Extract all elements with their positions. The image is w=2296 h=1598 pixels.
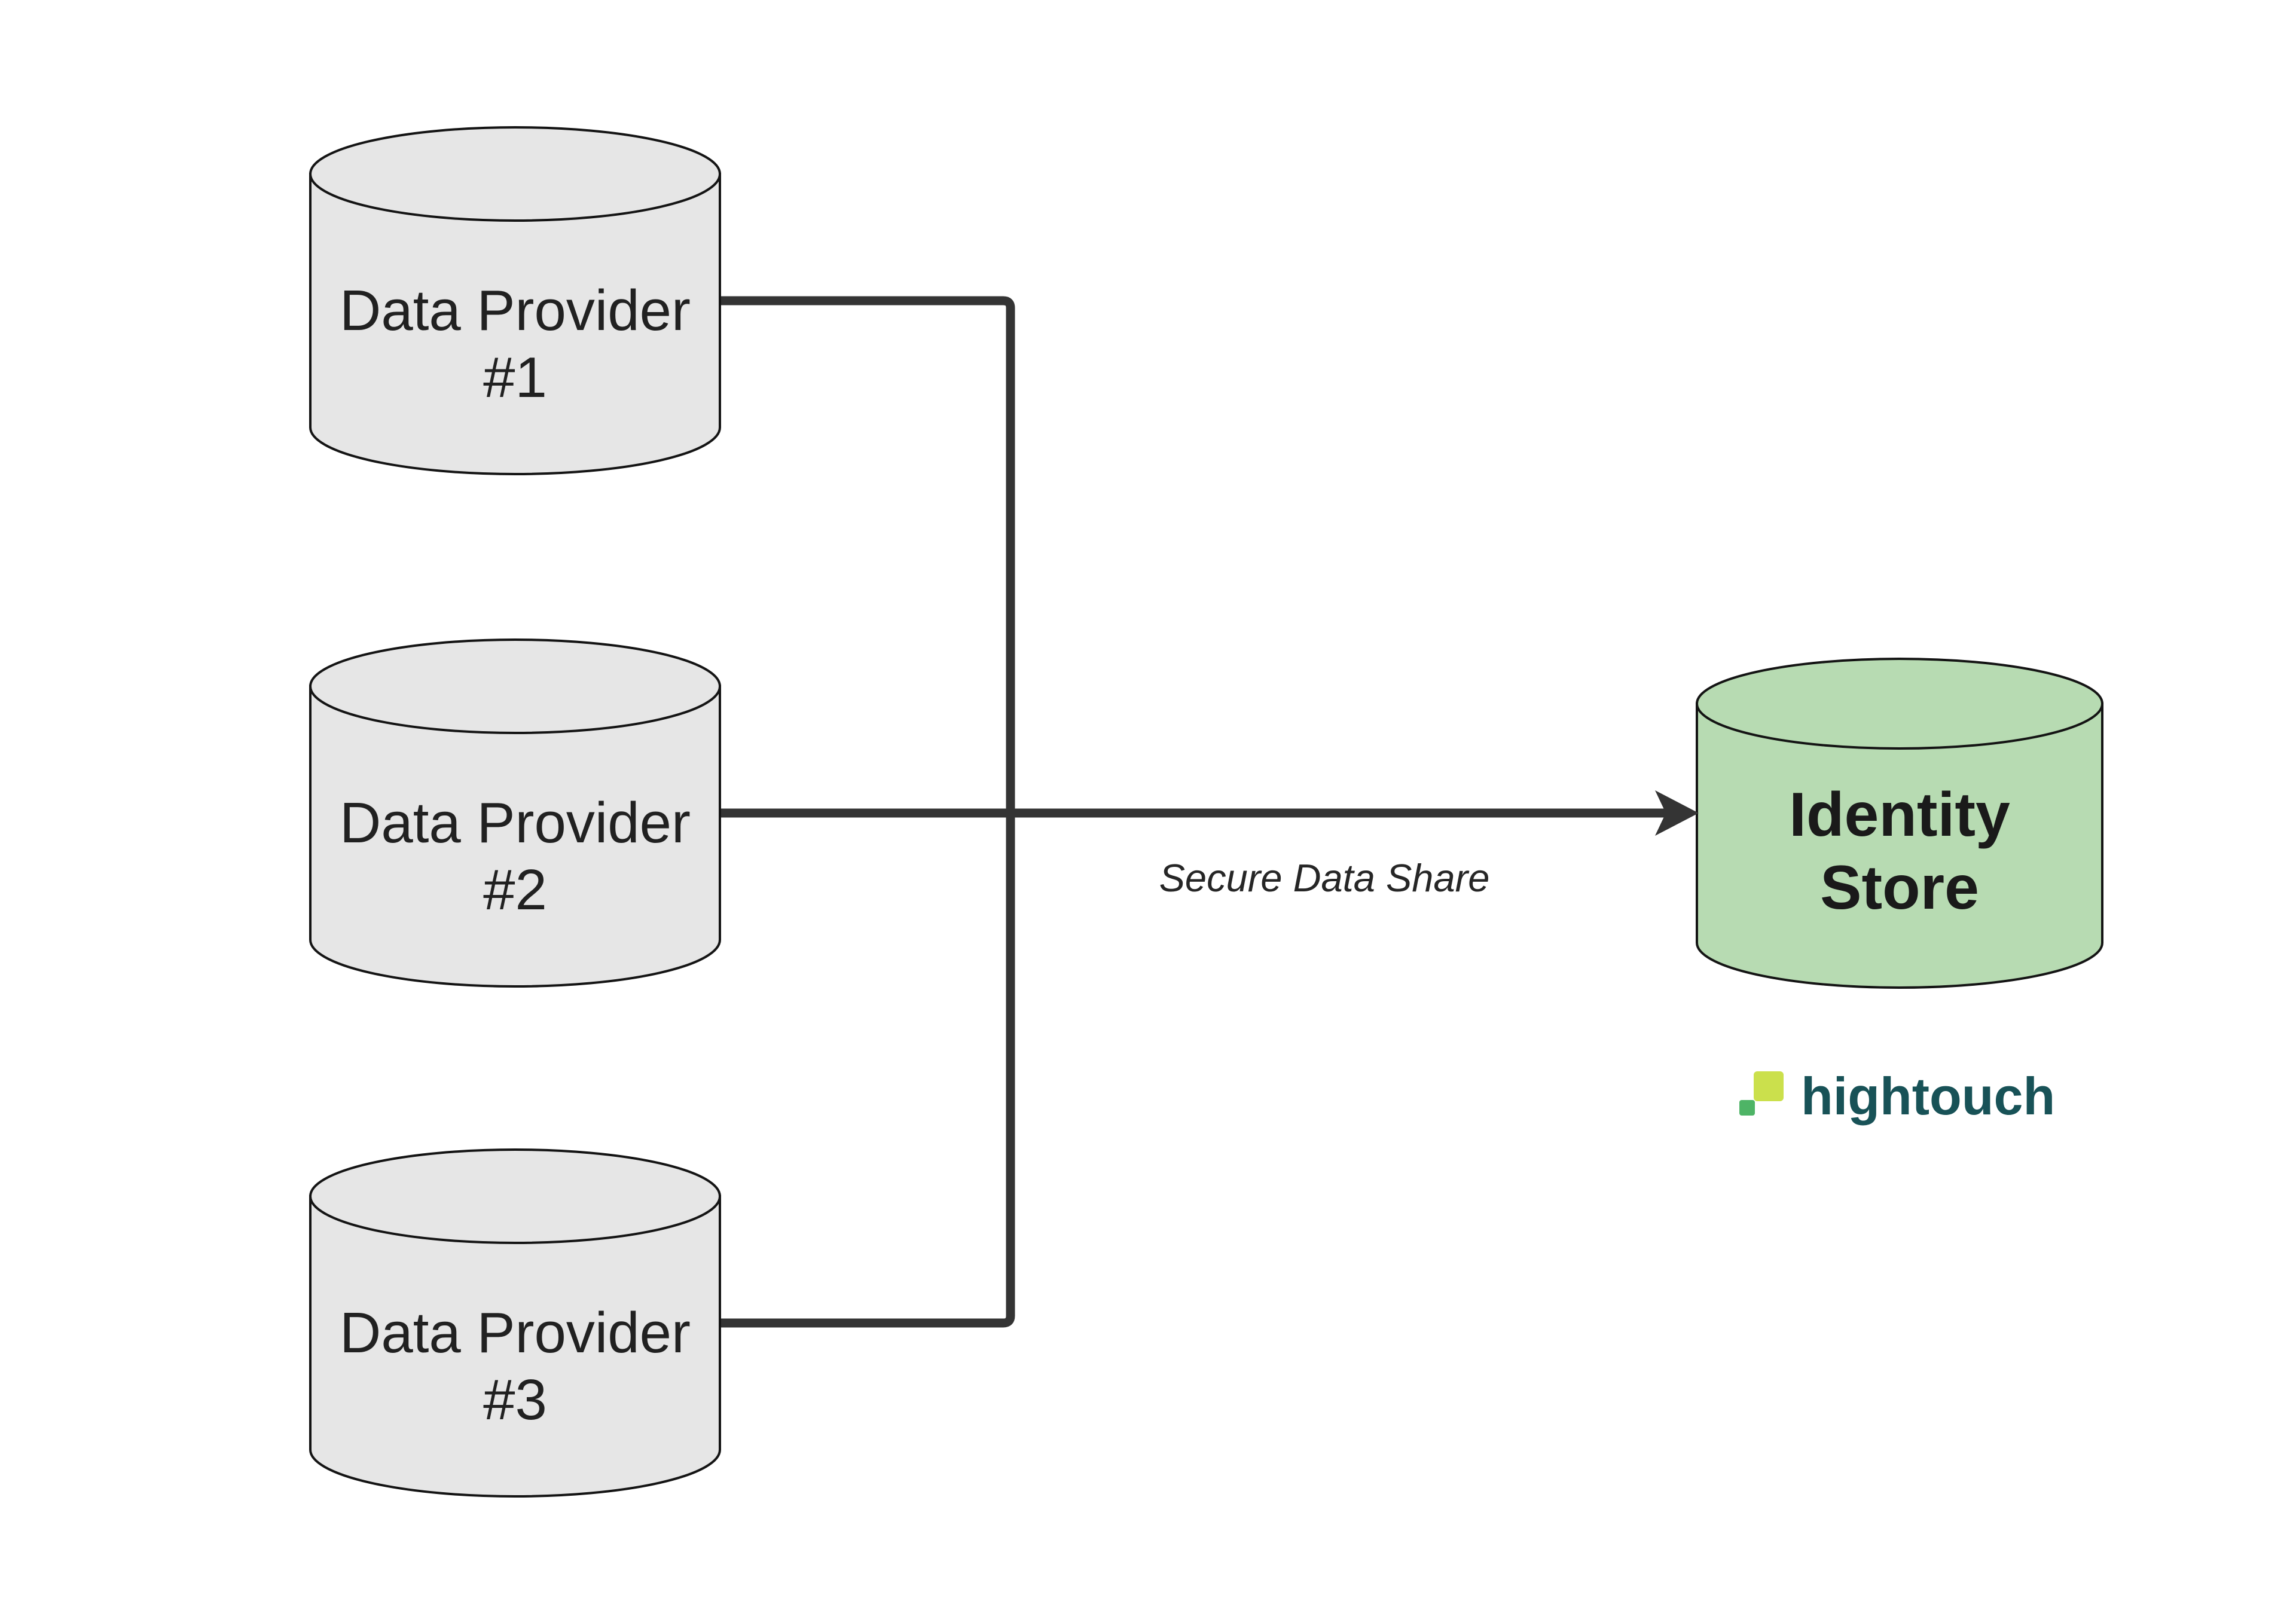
label-identity-store: Identity Store (1697, 716, 2102, 988)
node-label-line: #2 (483, 858, 547, 922)
cylinder-body (309, 173, 721, 475)
label-data-provider-3: Data Provider #3 (310, 1237, 720, 1496)
hightouch-logo-icon (1731, 1067, 1786, 1116)
cylinder-top-ellipse (309, 1148, 721, 1244)
cylinder-identity-store (1696, 658, 2103, 989)
cylinder-data-provider-1 (309, 126, 721, 475)
label-data-provider-2: Data Provider #2 (310, 727, 720, 986)
cylinder-data-provider-3 (309, 1148, 721, 1498)
label-secure-data-share: Secure Data Share (1159, 855, 1490, 900)
logo-green-square (1739, 1100, 1755, 1116)
node-label-line: Identity (1789, 780, 2010, 850)
hightouch-wordmark: hightouch (1801, 1067, 2056, 1126)
node-label-line: Data Provider (340, 278, 691, 343)
cylinder-top-ellipse (309, 126, 721, 222)
node-label-line: Data Provider (340, 1300, 691, 1365)
cylinder-data-provider-2 (309, 638, 721, 988)
cylinder-body (1696, 702, 2103, 989)
cylinder-top-ellipse (1696, 658, 2103, 750)
node-label-line: Data Provider (340, 790, 691, 855)
node-label-line: #1 (483, 346, 547, 410)
label-data-provider-1: Data Provider #1 (310, 215, 720, 474)
logo-lime-square (1754, 1071, 1784, 1101)
cylinder-body (309, 685, 721, 988)
arrowhead-icon (1655, 790, 1699, 836)
cylinder-top-ellipse (309, 638, 721, 734)
cylinder-body (309, 1195, 721, 1498)
node-label-line: Store (1820, 853, 1979, 922)
node-label-line: #3 (483, 1368, 547, 1432)
